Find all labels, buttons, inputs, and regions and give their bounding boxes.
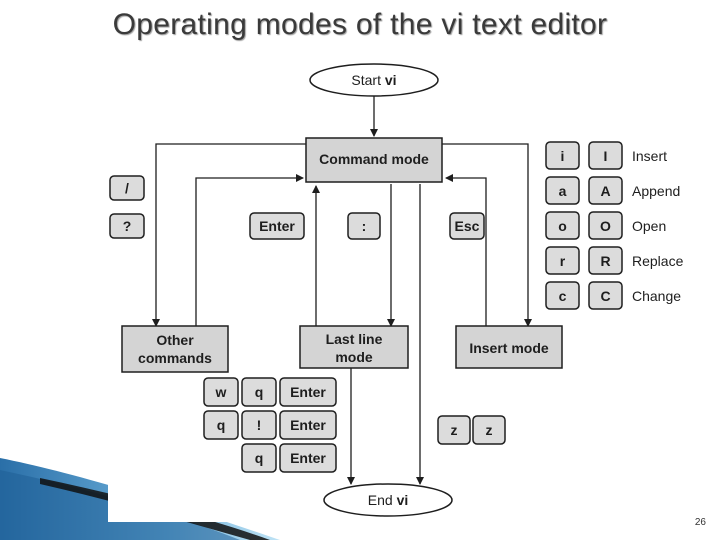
key-upper-1 [588,176,623,205]
insert-mode-label: Insert mode [469,340,549,356]
key-enter-qbang-label: Enter [290,417,326,433]
key-z-2 [472,415,506,445]
key-q-label: q [255,384,264,400]
key-slash [109,175,145,201]
key-w [203,377,239,407]
key-q [241,377,277,407]
command-mode-label: Command mode [319,151,429,167]
key-lower-0-label: i [561,148,565,164]
key-z-1 [437,415,471,445]
key-upper-2 [588,211,623,240]
key-lower-1 [545,176,580,205]
key-upper-3-label: R [600,253,610,269]
key-enter-qbang [279,410,337,440]
key-bang [241,410,277,440]
key-colon [347,212,381,240]
key-colon-label: : [362,218,367,234]
vi-modes-diagram: Start vi End vi Command mode Other comma… [109,63,684,517]
key-upper-3 [588,246,623,275]
last-line-mode-node [299,325,409,369]
slide-title: Operating modes of the vi text editor [112,8,608,41]
key-w-label: w [215,384,227,400]
key-lower-3 [545,246,580,275]
insert-command-label-0: Insert [632,148,667,164]
key-esc-label: Esc [455,218,480,234]
other-commands-label-line1: Other [156,332,194,348]
key-lower-3-label: r [560,253,566,269]
key-enter-q [279,443,337,473]
insert-command-label-4: Change [632,288,681,304]
insert-command-label-1: Append [632,183,680,199]
diagram-canvas: Start vi End vi Command mode Other comma… [108,60,684,522]
key-q-3-label: q [255,450,264,466]
key-upper-4-label: C [600,288,610,304]
slide-number: 26 [694,517,706,528]
zz-keys: z z [437,415,506,445]
key-lower-1-label: a [559,183,567,199]
key-z-2-label: z [486,422,493,438]
connectors [152,96,532,485]
key-enter-command [249,212,305,240]
key-upper-1-label: A [600,183,610,199]
key-enter-wq [279,377,337,407]
key-lower-4 [545,281,580,310]
key-slash-label: / [125,180,129,196]
other-commands-node [121,325,229,373]
key-esc [449,212,485,240]
key-upper-0 [588,141,623,170]
key-q-3 [241,443,277,473]
key-question [109,213,145,239]
search-keys: / ? [109,175,145,239]
command-mode-node [305,137,443,183]
key-upper-0-label: I [604,148,608,164]
key-lower-4-label: c [559,288,567,304]
key-lower-0 [545,141,580,170]
end-label: End vi [368,492,409,508]
key-enter-command-label: Enter [259,218,295,234]
insert-command-keys: i I Insert a A Append o O Open r R Replace c C Change [545,141,684,310]
quit-keys: w q Enter q ! Enter q Enter [203,377,337,473]
key-q-2 [203,410,239,440]
insert-command-label-3: Replace [632,253,684,269]
key-lower-2 [545,211,580,240]
end-node [323,483,453,517]
other-commands-label-line2: commands [138,350,212,366]
start-label: Start vi [351,72,396,88]
last-line-mode-label-line1: Last line [326,331,383,347]
last-line-mode-label-line2: mode [335,349,373,365]
key-bang-label: ! [257,417,262,433]
insert-command-label-2: Open [632,218,666,234]
start-node [309,63,439,97]
key-enter-q-label: Enter [290,450,326,466]
insert-mode-node [455,325,563,369]
key-z-1-label: z [451,422,458,438]
key-question-label: ? [123,218,132,234]
key-enter-wq-label: Enter [290,384,326,400]
key-q-2-label: q [217,417,226,433]
key-lower-2-label: o [558,218,567,234]
key-upper-2-label: O [600,218,611,234]
key-upper-4 [588,281,623,310]
